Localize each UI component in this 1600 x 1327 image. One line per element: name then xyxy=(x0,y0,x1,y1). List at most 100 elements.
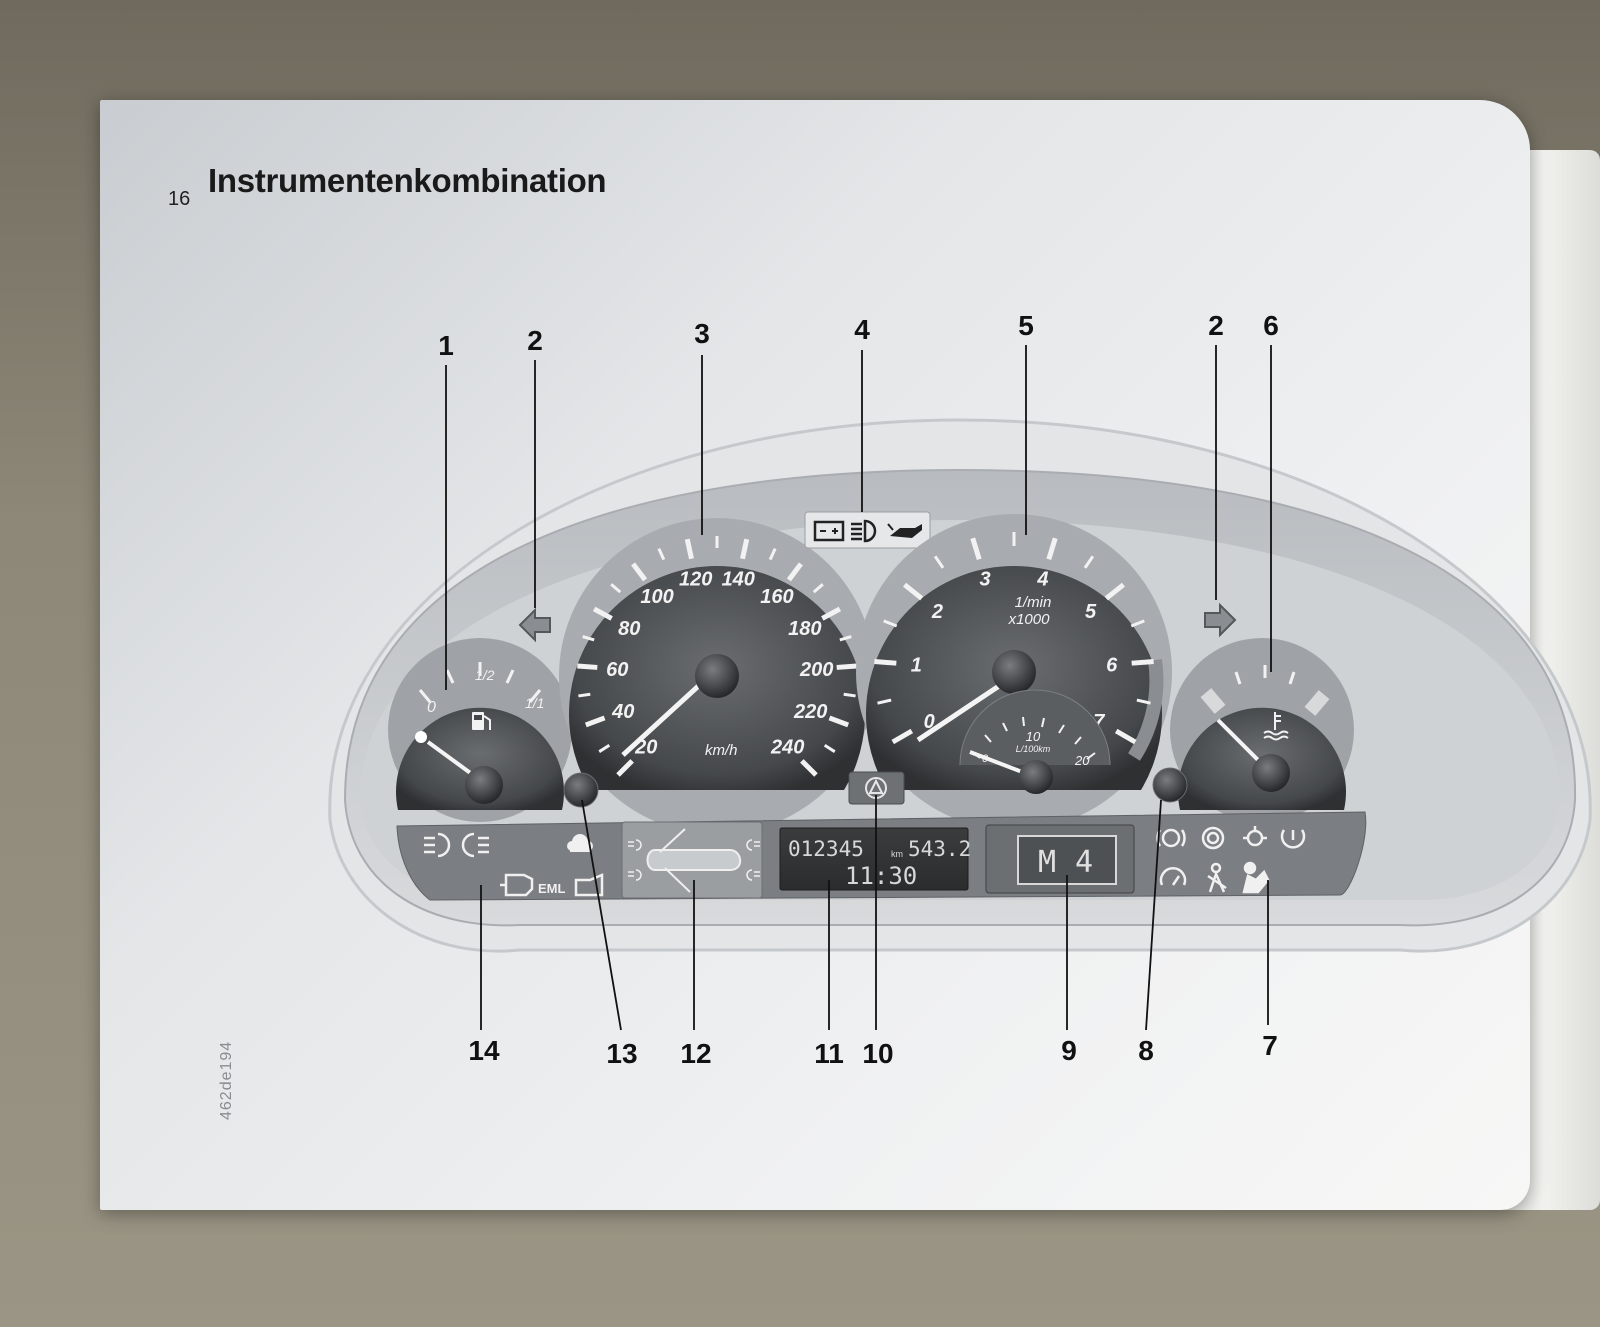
warning-triangle-icon xyxy=(868,778,884,794)
reset-button-left xyxy=(563,772,599,808)
tach-tick xyxy=(1131,659,1154,666)
fuel-hub xyxy=(465,766,503,804)
speed-tick xyxy=(812,583,824,594)
callout-2-left: 2 xyxy=(527,325,543,356)
car-silhouette-icon xyxy=(646,849,742,871)
speed-tick xyxy=(631,562,648,582)
speed-tick xyxy=(768,548,777,561)
page-number: 16 xyxy=(168,188,191,210)
clock-display: 11:30 xyxy=(845,862,917,890)
tach-tick xyxy=(891,728,914,745)
callout-8: 8 xyxy=(1138,1035,1154,1066)
engine-icon xyxy=(500,873,534,897)
tach-tick xyxy=(902,582,924,601)
tach-needle xyxy=(916,677,1010,743)
tach-tick xyxy=(874,659,897,666)
tach-label: 1 xyxy=(911,655,922,677)
trip-meter: 543.2 xyxy=(908,837,971,861)
tach-unit-line1: 1/min xyxy=(1015,594,1052,611)
tach-tick xyxy=(970,537,982,560)
callout-7: 7 xyxy=(1262,1030,1278,1061)
page-title: Instrumentenkombination xyxy=(208,162,607,199)
tach-tick xyxy=(1130,619,1145,628)
fuel-reserve-dot xyxy=(415,731,427,743)
rear-fog-icon xyxy=(461,832,489,858)
turn-signal-left-icon xyxy=(518,607,551,643)
speed-label: 140 xyxy=(722,568,755,590)
speed-label: 80 xyxy=(618,618,640,640)
speed-tick xyxy=(577,663,598,670)
tach-tick xyxy=(933,555,945,569)
tach-tick xyxy=(883,619,898,628)
light-bulb-icon xyxy=(1243,826,1267,847)
speed-tick xyxy=(823,743,836,753)
tach-label: 0 xyxy=(924,711,935,733)
temp-hub xyxy=(1252,754,1290,792)
callout-2-right: 2 xyxy=(1208,310,1224,341)
callout-14: 14 xyxy=(468,1035,500,1066)
abs-icon xyxy=(1201,826,1225,850)
speed-tick xyxy=(610,583,622,594)
tach-hub xyxy=(992,650,1036,694)
speed-hub xyxy=(695,654,739,698)
callout-9: 9 xyxy=(1061,1035,1077,1066)
consumption-label-10: 10 xyxy=(1026,729,1041,744)
speed-label: 120 xyxy=(679,568,712,590)
callout-5: 5 xyxy=(1018,310,1034,341)
odometer-total: 012345 xyxy=(788,837,864,861)
coolant-temp-gauge xyxy=(1170,638,1354,822)
speed-tick xyxy=(578,692,591,698)
right-indicator-panel xyxy=(1156,826,1306,894)
turn-signal-right-icon xyxy=(1204,602,1237,638)
gear-number: 4 xyxy=(1075,845,1093,880)
callout-3: 3 xyxy=(694,318,710,349)
tach-tick xyxy=(1046,537,1058,560)
callout-11: 11 xyxy=(814,1038,844,1069)
callout-1: 1 xyxy=(438,330,454,361)
speed-tick xyxy=(828,715,850,728)
left-indicator-panel: EML xyxy=(424,832,604,897)
tach-unit-line2: x1000 xyxy=(1008,611,1051,628)
speed-needle xyxy=(621,678,707,757)
speed-tick xyxy=(582,635,595,642)
speed-tick xyxy=(821,606,842,621)
speed-tick xyxy=(657,548,666,561)
coolant-icon xyxy=(1263,712,1289,741)
airbag-icon xyxy=(1242,861,1270,894)
seatbelt-icon xyxy=(1207,862,1227,893)
speed-tick xyxy=(843,692,856,698)
trunk-icon xyxy=(574,873,604,897)
consumption-gauge: 0 10 L/100km 20 xyxy=(959,689,1111,794)
gear-mode: M xyxy=(1038,845,1056,880)
fuel-pump-icon xyxy=(472,712,491,730)
consumption-label-20: 20 xyxy=(1074,753,1090,768)
tach-label: 4 xyxy=(1036,568,1048,590)
battery-icon xyxy=(813,520,845,542)
speed-label: 240 xyxy=(770,737,804,759)
speed-label: 160 xyxy=(760,586,793,608)
speed-label: 60 xyxy=(606,659,628,681)
callout-13: 13 xyxy=(606,1038,638,1069)
callout-lines xyxy=(445,345,1272,1031)
cruise-icon xyxy=(567,834,593,852)
reset-button-right xyxy=(1152,767,1188,803)
front-fog-icon xyxy=(424,832,451,858)
speed-label: 220 xyxy=(793,701,827,723)
tach-tick xyxy=(1104,582,1126,601)
bottom-display-strip: EML 012345 km 543.2 11:30 xyxy=(396,811,1367,901)
consumption-unit: L/100km xyxy=(1016,744,1051,754)
eml-label: EML xyxy=(538,881,566,896)
speed-tick xyxy=(839,635,852,642)
fuel-gauge: 0 1/2 1/1 xyxy=(388,638,572,822)
speed-tick xyxy=(800,759,818,777)
speed-tick xyxy=(740,538,750,560)
callout-6: 6 xyxy=(1263,310,1279,341)
speed-tick xyxy=(598,743,611,753)
odometer-display: 012345 km 543.2 11:30 xyxy=(779,827,971,891)
headlight-icon xyxy=(851,519,877,543)
fuel-label-empty: 0 xyxy=(427,699,436,716)
tach-label: 5 xyxy=(1085,601,1097,623)
